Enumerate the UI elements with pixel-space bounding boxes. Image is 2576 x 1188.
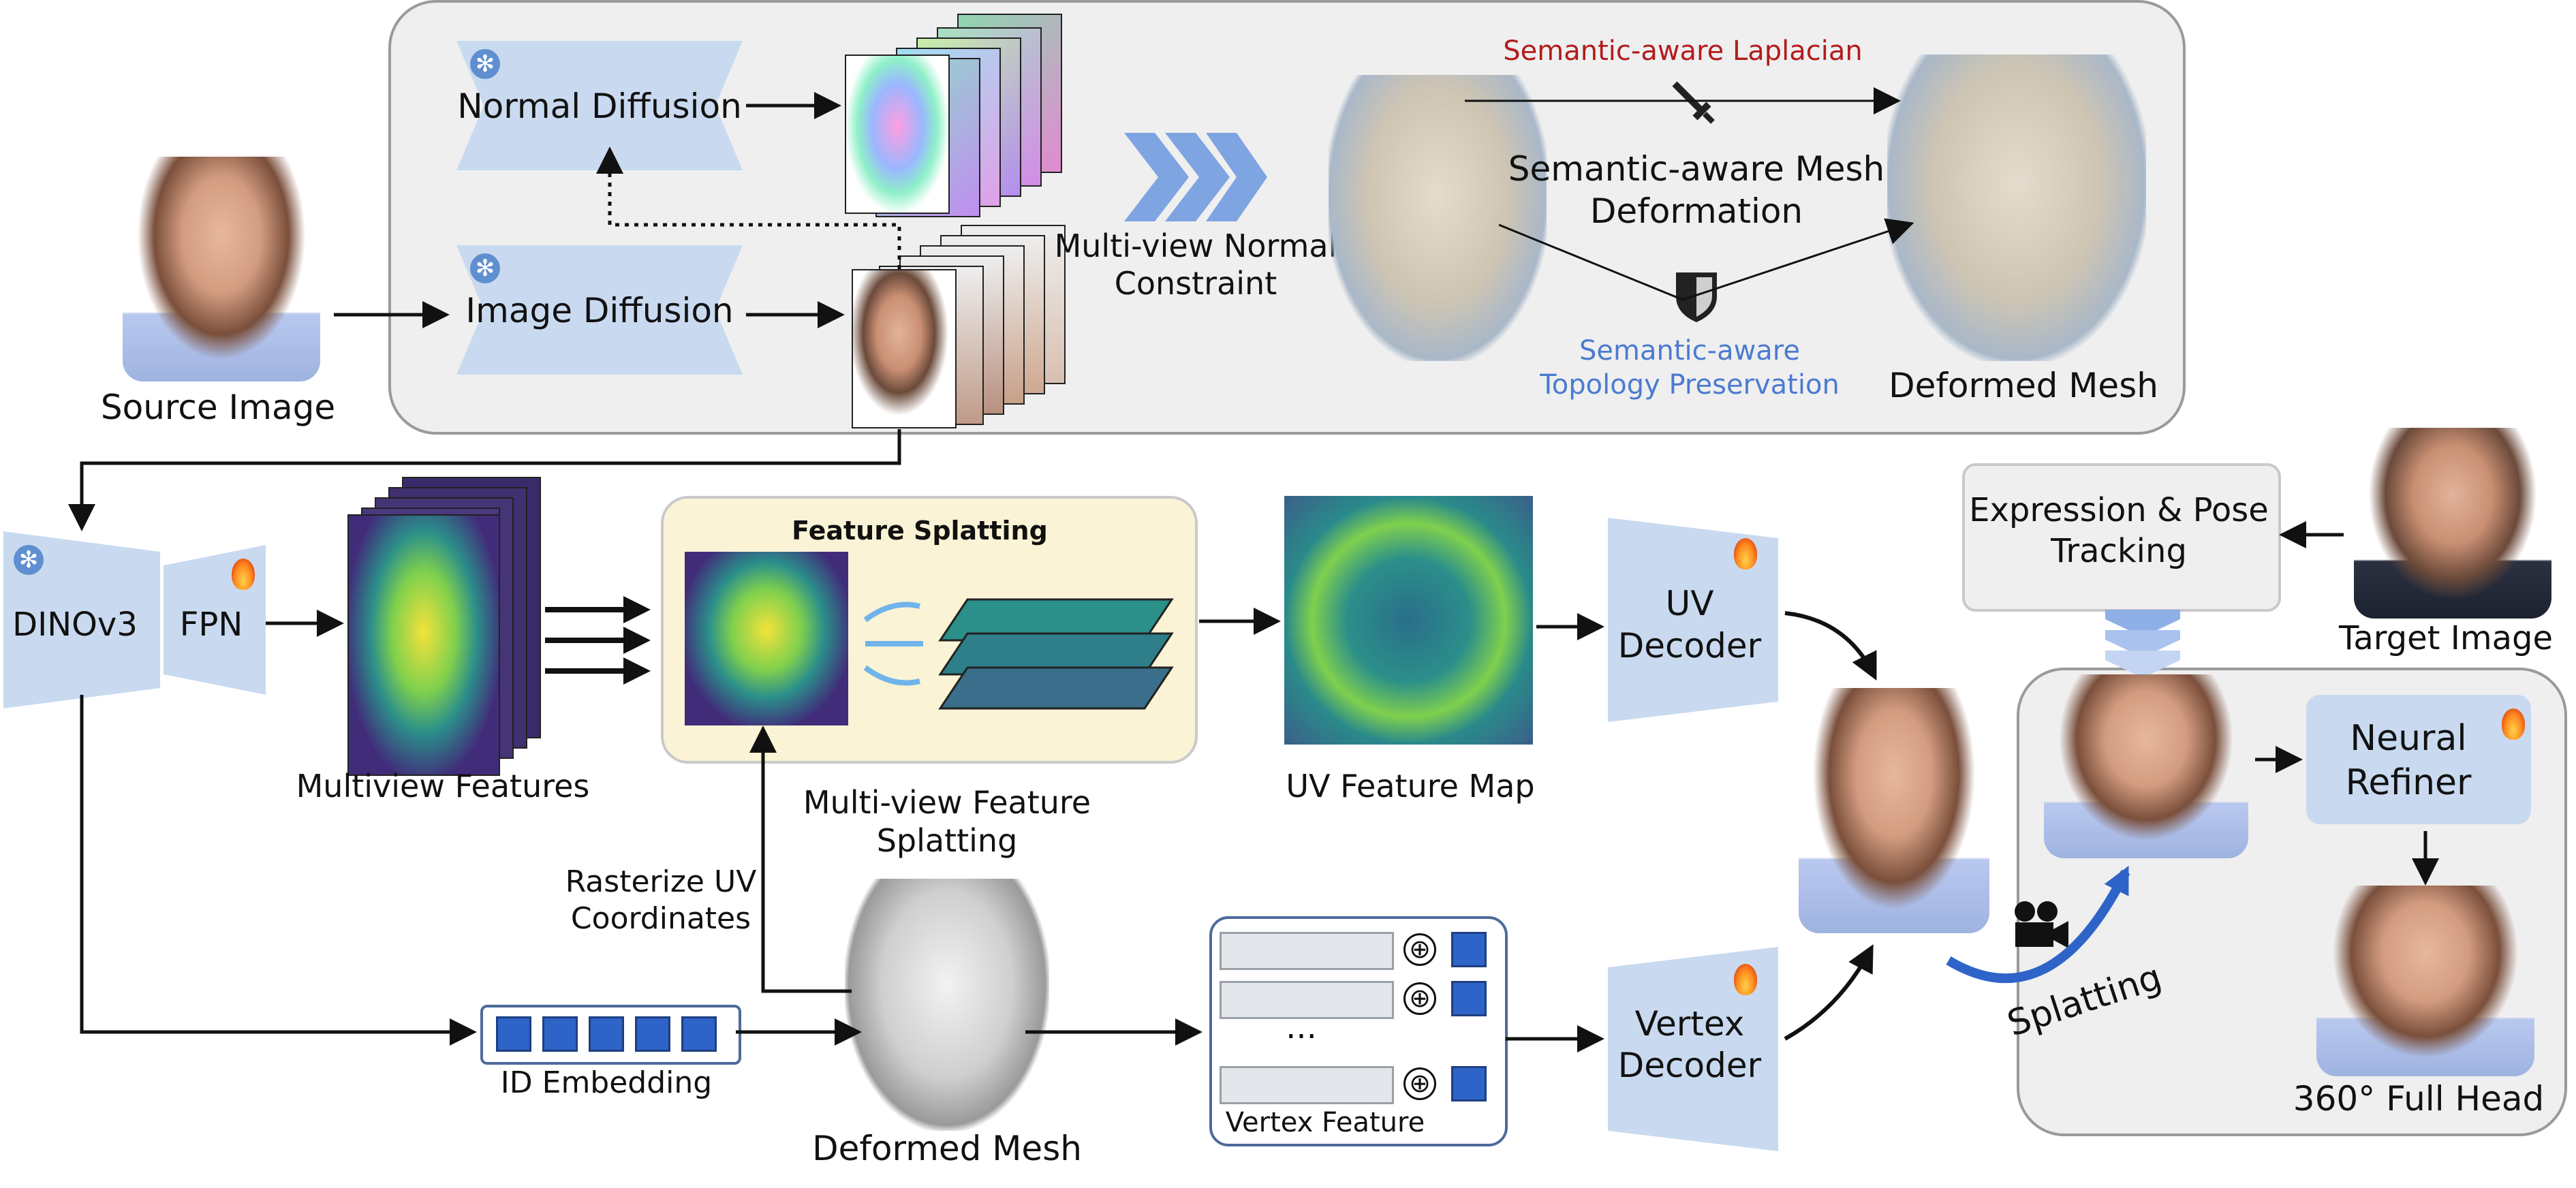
uv-decoder-line2: Decoder — [1617, 626, 1762, 666]
vertex-decoder — [1608, 947, 1778, 1151]
initial-mesh — [1329, 75, 1547, 361]
dinov3-encoder — [3, 531, 160, 708]
snowflake-icon: ✻ — [470, 49, 500, 79]
dinov3-label: DINOv3 — [12, 606, 138, 644]
semantic-mesh-deformation-line1: Semantic-aware Mesh — [1508, 149, 1885, 189]
concat-icon: ⊕ — [1403, 933, 1436, 966]
vertex-feature-ellipsis: ··· — [1286, 1018, 1317, 1056]
expression-pose-tracking-line2: Tracking — [2051, 532, 2187, 570]
concat-icon: ⊕ — [1403, 982, 1436, 1015]
semantic-topology-line1: Semantic-aware — [1579, 335, 1800, 366]
multiview-normal-constraint-line2: Constraint — [1114, 265, 1277, 302]
source-image-label: Source Image — [100, 388, 336, 427]
snowflake-icon: ✻ — [14, 545, 44, 575]
neural-refiner-line2: Refiner — [2345, 762, 2472, 803]
fpn-label: FPN — [179, 606, 243, 644]
full-head-label: 360° Full Head — [2293, 1079, 2545, 1119]
vertex-decoder-line2: Decoder — [1617, 1046, 1762, 1085]
deformed-mesh-bottom — [845, 879, 1049, 1131]
feature-splatting-title: Feature Splatting — [792, 516, 1048, 546]
rasterize-uv-line1: Rasterize UV — [565, 864, 757, 899]
multiview-features-label: Multiview Features — [296, 768, 590, 804]
id-token — [589, 1016, 624, 1052]
image-diffusion-module — [456, 245, 743, 375]
vertex-feature-label: Vertex Feature — [1225, 1107, 1425, 1138]
semantic-topology-line2: Topology Preservation — [1540, 369, 1840, 401]
full-head-render — [2316, 886, 2534, 1076]
uv-feature-map-label: UV Feature Map — [1286, 768, 1535, 804]
gaussian-head-render — [1799, 688, 1989, 933]
normal-diffusion-label: Normal Diffusion — [457, 87, 742, 126]
id-token — [542, 1016, 578, 1052]
multiview-feature-splatting-line2: Splatting — [876, 822, 1018, 859]
shield-icon — [1676, 272, 1717, 322]
vertex-id-token — [1451, 981, 1487, 1016]
target-image — [2354, 428, 2551, 619]
deformed-mesh-top-label: Deformed Mesh — [1889, 366, 2158, 405]
fire-icon — [232, 559, 255, 590]
fire-icon — [1734, 538, 1757, 569]
target-image-label: Target Image — [2338, 619, 2554, 657]
chevron-down-icon — [2105, 610, 2180, 678]
multiview-normal-constraint-line1: Multi-view Normal — [1054, 228, 1337, 264]
neural-refiner-box — [2306, 695, 2531, 824]
semantic-mesh-deformation-line2: Deformation — [1589, 191, 1803, 231]
image-diffusion-label: Image Diffusion — [465, 291, 734, 330]
vertex-feature-slot — [1220, 1066, 1394, 1104]
deformed-mesh-top — [1887, 54, 2146, 361]
coarse-render — [2044, 674, 2248, 858]
splat-source-feature — [685, 552, 848, 725]
id-embedding-label: ID Embedding — [500, 1065, 713, 1100]
uv-feature-map — [1284, 496, 1533, 745]
expression-pose-tracking-line1: Expression & Pose — [1969, 491, 2269, 529]
vertex-feature-slot — [1220, 981, 1394, 1019]
concat-icon: ⊕ — [1403, 1067, 1436, 1100]
vertex-feature-slot — [1220, 932, 1394, 970]
uv-plane-stack — [938, 598, 1174, 710]
chevron-right-icon — [1124, 133, 1267, 221]
source-image — [123, 157, 320, 381]
normal-diffusion-module — [456, 41, 743, 170]
vertex-decoder-line1: Vertex — [1634, 1004, 1745, 1044]
rasterize-uv-line2: Coordinates — [570, 901, 751, 936]
uv-decoder — [1608, 518, 1778, 722]
neural-refiner-line1: Neural — [2350, 718, 2467, 759]
fire-icon — [2502, 708, 2525, 740]
deformed-mesh-bottom-label: Deformed Mesh — [812, 1129, 1082, 1168]
multiview-feature-splatting-line1: Multi-view Feature — [803, 784, 1091, 821]
id-token — [496, 1016, 531, 1052]
splat-arrows — [863, 601, 923, 686]
id-token — [635, 1016, 670, 1052]
camera-icon — [2015, 901, 2068, 948]
fire-icon — [1734, 964, 1757, 995]
vertex-id-token — [1451, 932, 1487, 967]
expression-pose-tracking-box — [1962, 463, 2281, 612]
vertex-id-token — [1451, 1066, 1487, 1101]
sword-icon — [1672, 81, 1715, 124]
uv-decoder-line1: UV — [1665, 584, 1714, 623]
id-token — [681, 1016, 717, 1052]
snowflake-icon: ✻ — [470, 253, 500, 283]
semantic-laplacian-label: Semantic-aware Laplacian — [1503, 35, 1863, 67]
